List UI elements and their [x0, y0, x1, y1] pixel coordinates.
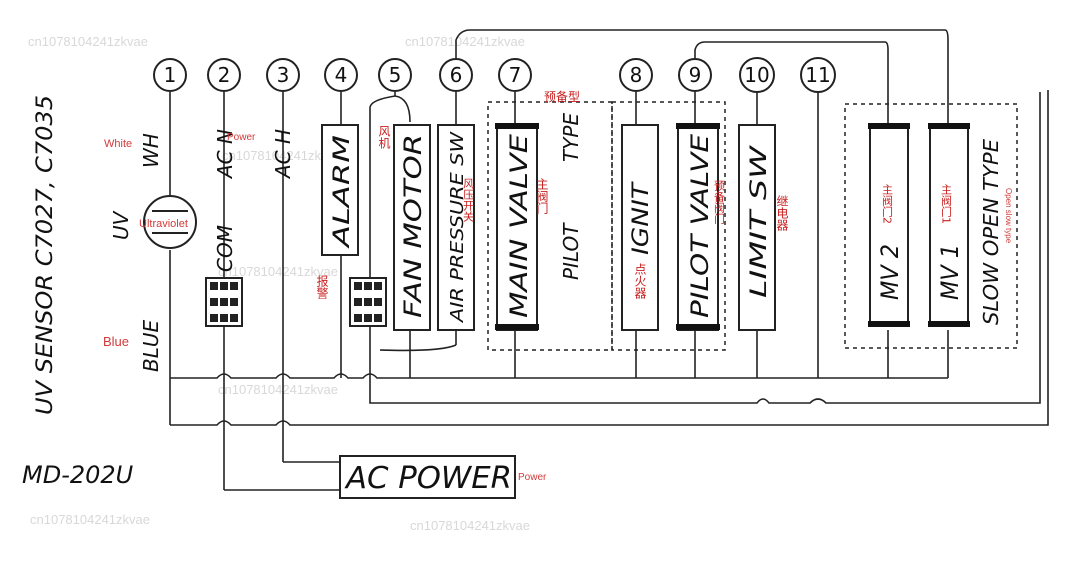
watermark: cn1078104241zkvae	[218, 382, 338, 397]
watermark: cn1078104241zkvae	[405, 34, 525, 49]
power-annotation-bottom: Power	[518, 472, 547, 483]
air-pressure-label: AIR PRESSURE SW	[447, 131, 468, 324]
terminal-11-label: 11	[805, 63, 830, 87]
terminal-5: 5	[378, 58, 412, 92]
pilot-valve-cn: 预备阀门	[713, 180, 726, 225]
ultraviolet-annotation: Ultraviolet	[139, 218, 188, 230]
slow-open-type-label: SLOW OPEN TYPE	[979, 139, 1003, 325]
fan-cn: 风机	[377, 125, 391, 149]
ignit-label: IGNIT	[629, 181, 654, 255]
main-valve-label: MAIN VALVE	[505, 133, 533, 318]
mv2-cn: 主阀门2	[881, 184, 894, 224]
connector-com	[205, 277, 243, 327]
air-sw-cn: 风压开关	[462, 178, 475, 223]
relay-cn: 继电器	[775, 195, 789, 232]
terminal-9: 9	[678, 58, 712, 92]
terminal-8-label: 8	[630, 63, 643, 87]
main-valve-cn: 主阀门	[535, 178, 549, 214]
fan-motor-label: FAN MOTOR	[399, 134, 427, 318]
igniter-cn: 点火器	[633, 263, 647, 300]
terminal-3: 3	[266, 58, 300, 92]
components	[321, 123, 970, 331]
terminal-1: 1	[153, 58, 187, 92]
terminals: 1 2 3 4 5 6 7 8 9 10 11	[153, 57, 836, 93]
watermarks: cn1078104241zkvae cn1078104241zkvae cn10…	[28, 34, 530, 533]
watermark: cn1078104241zkvae	[218, 264, 338, 279]
ac-h-label: AC H	[271, 129, 295, 180]
terminal-2-label: 2	[218, 63, 231, 87]
alarm-cn: 报警	[315, 274, 329, 299]
sensor-models-label: UV SENSOR C7027, C7035	[33, 95, 58, 415]
pilot-label: PILOT	[559, 222, 583, 280]
air-pressure-box	[437, 124, 475, 331]
terminal-11: 11	[800, 57, 836, 93]
com-label: COM	[213, 225, 237, 272]
pilot-valve-label: PILOT VALVE	[686, 133, 714, 318]
watermark: cn1078104241zkvae	[222, 148, 342, 163]
terminal-10: 10	[739, 57, 775, 93]
terminal-1-label: 1	[164, 63, 177, 87]
wh-label: WH	[139, 133, 163, 168]
mv2-label-bottom: MV 2	[876, 244, 904, 300]
open-slow-annotation: Open slow type	[1004, 188, 1013, 244]
white-annotation: White	[104, 138, 132, 150]
terminal-3-label: 3	[277, 63, 290, 87]
pilot-valve-group	[611, 101, 726, 351]
watermark: cn1078104241zkvae	[410, 518, 530, 533]
terminal-2: 2	[207, 58, 241, 92]
fan-motor-box	[393, 124, 431, 331]
limit-sw-box	[738, 124, 776, 331]
pilot-type-group	[487, 101, 613, 351]
pilot-type-cn: 预备型	[544, 90, 580, 104]
mv1-label-bottom: MV 1	[936, 244, 964, 300]
alarm-label: ALARM	[330, 135, 355, 250]
ac-power-box	[339, 455, 516, 499]
terminal-4-label: 4	[335, 63, 348, 87]
type-label: TYPE	[559, 113, 583, 162]
terminal-8: 8	[619, 58, 653, 92]
dashed-groups	[487, 101, 1018, 351]
uv-label: UV	[109, 210, 133, 240]
model-label: MD-202U	[22, 461, 134, 489]
alarm-box	[321, 124, 359, 256]
limit-sw-label: LIMIT SW	[747, 144, 772, 298]
connector-fan	[349, 277, 387, 327]
terminal-4: 4	[324, 58, 358, 92]
terminal-9-label: 9	[689, 63, 702, 87]
terminal-7: 7	[498, 58, 532, 92]
mv1-cn: 主阀门1	[940, 184, 953, 224]
blue-annotation: Blue	[103, 334, 129, 349]
terminal-10-label: 10	[744, 63, 769, 87]
terminal-6-label: 6	[450, 63, 463, 87]
terminal-6: 6	[439, 58, 473, 92]
watermark: cn1078104241zkvae	[30, 512, 150, 527]
ignit-box	[621, 124, 659, 331]
terminal-7-label: 7	[509, 63, 522, 87]
watermark: cn1078104241zkvae	[28, 34, 148, 49]
main-valve-box	[496, 124, 538, 331]
terminal-5-label: 5	[389, 63, 402, 87]
power-annotation-top: Power	[227, 132, 256, 143]
mv1-box	[929, 124, 969, 326]
wires	[169, 29, 1049, 491]
blue-label: BLUE	[139, 319, 163, 372]
ac-n-label: AC N	[213, 129, 237, 180]
uv-sensor-symbol	[143, 195, 197, 249]
ac-power-label: AC POWER	[344, 461, 512, 496]
